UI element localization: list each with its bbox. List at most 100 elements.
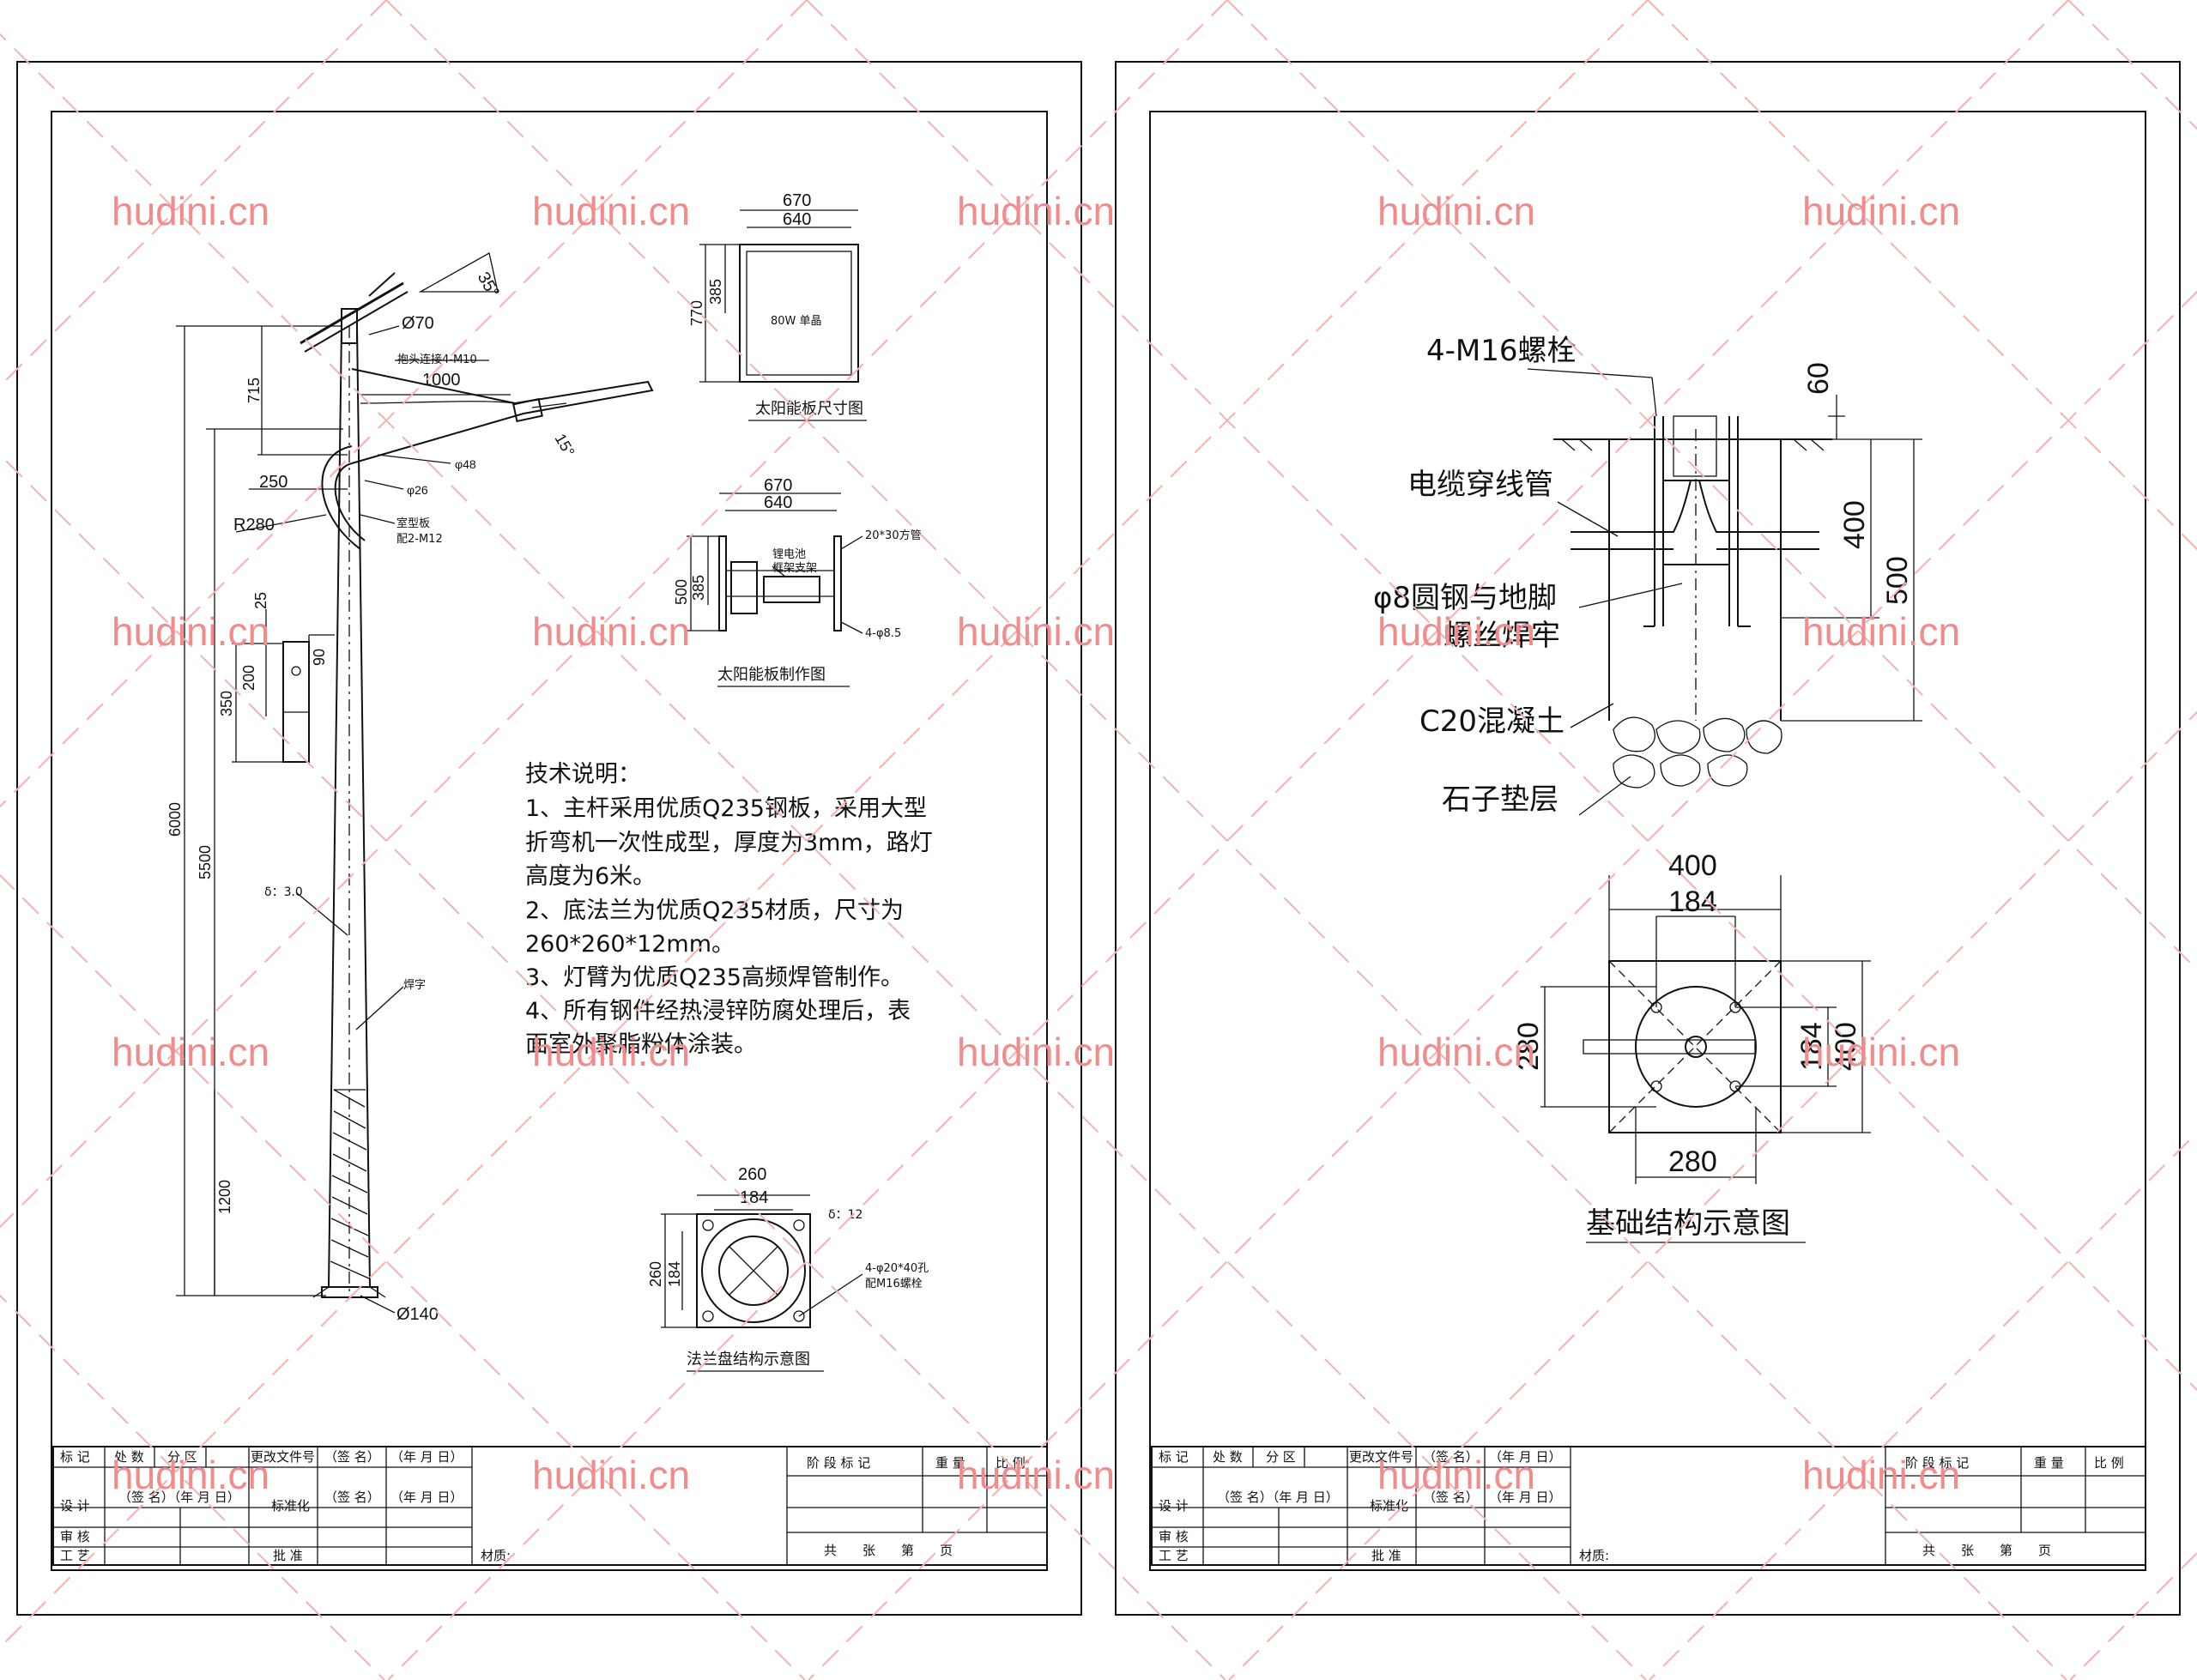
tb-row1: 更改文件号 <box>251 1449 315 1465</box>
tb-row1: 分 区 <box>167 1449 197 1465</box>
watermark-line <box>2067 0 2197 130</box>
watermark-text: hudini.cn <box>112 609 269 654</box>
bottom-diameter: Ø140 <box>396 1305 439 1324</box>
watermark-text: hudini.cn <box>957 1453 1115 1497</box>
panel-inner-width: 640 <box>783 210 811 229</box>
arm-radius: R280 <box>233 516 275 535</box>
cable-label: 电缆穿线管 <box>1407 468 1553 502</box>
plan-caption: 基础结构示意图 <box>1586 1206 1790 1241</box>
tb-row1: （签 名） <box>324 1449 380 1465</box>
panel-make-view <box>687 493 863 687</box>
title-block-right-text: 标 记 处 数 分 区 更改文件号 （签 名） （年 月 日） 设 计 （签 名… <box>1159 1449 2124 1563</box>
watermark-text: hudini.cn <box>1377 1030 1535 1074</box>
tbr-row2: （签 名）（年 月 日） <box>1217 1490 1339 1505</box>
watermark-line <box>387 0 2069 1680</box>
lamp-angle: 35° <box>474 269 503 301</box>
watermark-text: hudini.cn <box>957 609 1115 654</box>
title-block-left <box>52 1446 1048 1566</box>
tech-note-line: 1、主杆采用优质Q235钢板，采用大型 <box>525 795 927 822</box>
tbr-row2: （年 月 日） <box>1489 1490 1562 1505</box>
tbr-row1: （年 月 日） <box>1489 1449 1562 1465</box>
watermark-line <box>0 1294 385 1680</box>
tech-notes-title: 技术说明： <box>525 761 641 788</box>
watermark-text: hudini.cn <box>532 1030 690 1074</box>
watermark-line <box>385 0 2067 1680</box>
tbr-row1: （签 名） <box>1423 1449 1479 1465</box>
tech-note-line: 折弯机一次性成型，厚度为3mm，路灯 <box>525 830 933 856</box>
light-height: 5500 <box>197 845 214 879</box>
foundation-plan-labels: 400 184 280 184 400 280 基础结构示意图 <box>1512 849 1862 1241</box>
flange-labels: 260 184 δ：12 260 184 4-φ20*40孔 配M16螺栓 法兰… <box>647 1165 929 1369</box>
watermark-line <box>1226 0 2197 971</box>
watermark-line <box>1647 0 2197 551</box>
tbr-row4: 工 艺 <box>1159 1548 1189 1563</box>
flange-caption: 法兰盘结构示意图 <box>687 1351 810 1369</box>
bolt-note: 抱头连接4-M10 <box>397 353 477 366</box>
plan-bottom-dim: 280 <box>1668 1145 1717 1178</box>
flange-inner-height: 184 <box>666 1261 683 1287</box>
panel-label: 80W 单晶 <box>771 315 822 328</box>
watermark-text: hudini.cn <box>1802 609 1960 654</box>
foundation-section <box>1527 368 1922 816</box>
panel-make-labels: 670 640 500 385 20*30方管 锂电池 框架支架 4-φ8.5 … <box>673 476 922 684</box>
watermark-text: hudini.cn <box>532 189 690 233</box>
tb-sheets: 共 张 第 页 <box>824 1543 953 1558</box>
tbr-scale: 比 例 <box>2094 1455 2124 1471</box>
tbr-material: 材质: <box>1579 1548 1609 1563</box>
watermark-text: hudini.cn <box>957 189 1115 233</box>
tech-note-line: 3、灯臂为优质Q235高频焊管制作。 <box>525 964 904 991</box>
steel-label2: 螺丝焊牢 <box>1443 619 1560 653</box>
top-diameter: Ø70 <box>402 314 434 333</box>
tb-row1: （年 月 日） <box>390 1449 463 1465</box>
flange-thickness: δ：12 <box>828 1208 862 1222</box>
panel-size-view <box>699 209 867 421</box>
watermark-line <box>0 453 1226 1680</box>
tb-row4: 工 艺 <box>60 1548 90 1563</box>
tbr-weight: 重 量 <box>2034 1455 2064 1471</box>
pole-elevation <box>176 252 654 1314</box>
right-sheet-frame <box>1115 61 2181 1616</box>
tech-note-line: 4、所有钢件经热浸锌防腐处理后，表 <box>525 998 911 1024</box>
flange-hole-note1: 4-φ20*40孔 <box>865 1262 929 1275</box>
make-hole-note: 4-φ8.5 <box>865 627 901 640</box>
arm-angle: 15° <box>552 431 578 460</box>
panel-outer-width: 670 <box>783 191 811 210</box>
tb-row2: （年 月 日） <box>390 1490 463 1505</box>
tech-note-line: 高度为6米。 <box>525 863 656 890</box>
make-outer-width: 670 <box>764 476 792 495</box>
tech-note-line: 2、底法兰为优质Q235材质，尺寸为 <box>525 897 904 924</box>
tb-row2: （签 名） <box>324 1490 380 1505</box>
watermark-text: hudini.cn <box>1802 189 1960 233</box>
tb-stage: 阶 段 标 记 <box>807 1455 870 1471</box>
watermark-line <box>1649 1131 2197 1680</box>
pole-labels: 35° Ø70 抱头连接4-M10 1000 715 15° φ48 250 φ… <box>166 269 578 1325</box>
watermark-line <box>1228 710 2197 1680</box>
plan-left-dim: 280 <box>1512 1022 1545 1071</box>
dim-400: 400 <box>1838 500 1871 549</box>
watermark-text: hudini.cn <box>112 1453 269 1497</box>
tbr-row1: 更改文件号 <box>1349 1449 1413 1465</box>
tb-weight: 重 量 <box>935 1455 965 1471</box>
plan-top-outer: 400 <box>1668 849 1717 882</box>
pole-base-hatch <box>330 1089 370 1279</box>
tbr-row1: 分 区 <box>1266 1449 1296 1465</box>
tb-row3: 审 核 <box>60 1529 90 1544</box>
tech-notes: 技术说明： 1、主杆采用优质Q235钢板，采用大型 折弯机一次性成型，厚度为3m… <box>525 761 933 1058</box>
stiffener-note2: 配2-M12 <box>396 533 443 546</box>
flange-outer-width: 260 <box>738 1165 766 1184</box>
watermark-text: hudini.cn <box>532 1453 690 1497</box>
plan-right-inner: 184 <box>1795 1022 1828 1071</box>
door-dim-25: 25 <box>252 592 269 609</box>
flange-outer-height: 260 <box>647 1261 664 1287</box>
watermark-line <box>0 33 1647 1680</box>
panel-inner-height: 385 <box>707 279 724 305</box>
door-dim-90: 90 <box>311 649 328 666</box>
tb-row2: 标准化 <box>271 1498 310 1514</box>
dim-60: 60 <box>1802 362 1835 395</box>
arm-pipe-26: φ26 <box>407 483 428 497</box>
arm-pipe-48: φ48 <box>455 457 476 471</box>
flange-view <box>661 1194 863 1372</box>
weld-note: 焊字 <box>403 978 426 992</box>
tbr-row1: 处 数 <box>1213 1449 1243 1465</box>
